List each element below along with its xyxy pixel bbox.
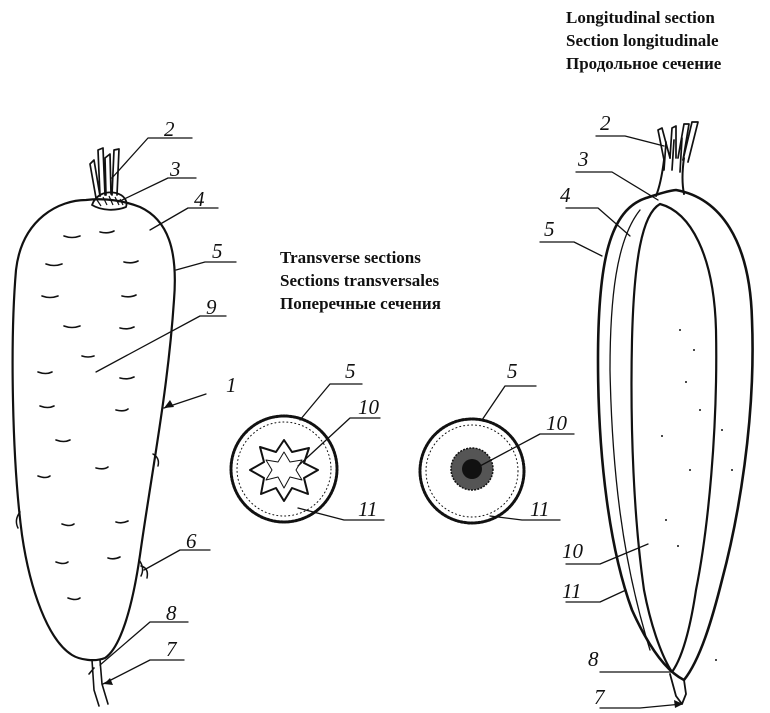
cross-right-leaders: [480, 386, 574, 520]
petiole-stumps: [90, 148, 119, 198]
longitudinal-specks: [661, 329, 733, 661]
cross-right-label-10: 10: [546, 411, 568, 435]
whole-label-5: 5: [212, 239, 223, 263]
whole-label-3: 3: [169, 157, 181, 181]
long-label-7: 7: [594, 685, 606, 709]
cross-right-label-5: 5: [507, 359, 518, 383]
whole-label-1: 1: [226, 373, 237, 397]
cross-left-label-11: 11: [358, 497, 377, 521]
long-label-4: 4: [560, 183, 571, 207]
longitudinal-outer-outline: [598, 190, 753, 680]
cross-left-label-10: 10: [358, 395, 380, 419]
whole-label-9: 9: [206, 295, 217, 319]
long-label-8: 8: [588, 647, 599, 671]
whole-carrot: 2 3 4 5 9 1 6 8 7: [13, 117, 237, 706]
cross-right-inner-core: [462, 459, 482, 479]
long-label-10: 10: [562, 539, 584, 563]
lenticel-marks: [38, 231, 138, 600]
long-label-11: 11: [562, 579, 581, 603]
longitudinal-petioles: [658, 122, 698, 172]
whole-carrot-outline: [13, 199, 175, 660]
cross-left-inner-star: [266, 452, 302, 488]
cross-left-outer-ring: [231, 416, 337, 522]
whole-label-6: 6: [186, 529, 197, 553]
cross-left-star-core: [250, 440, 318, 501]
whole-label-7: 7: [166, 637, 178, 661]
longitudinal-section: 2 3 4 5 10 11 8 7: [540, 111, 753, 709]
long-label-5: 5: [544, 217, 555, 241]
longitudinal-arrow-head-7: [674, 700, 683, 708]
cross-right-label-11: 11: [530, 497, 549, 521]
cross-section-right: 5 10 11: [420, 359, 574, 523]
long-label-2: 2: [600, 111, 611, 135]
whole-label-8: 8: [166, 601, 177, 625]
whole-label-2: 2: [164, 117, 175, 141]
longitudinal-inner-core: [632, 204, 717, 672]
whole-label-4: 4: [194, 187, 205, 211]
arrow-head-1: [164, 400, 174, 408]
long-label-3: 3: [577, 147, 589, 171]
cross-section-left: 5 10 11: [231, 359, 384, 522]
cross-left-label-5: 5: [345, 359, 356, 383]
